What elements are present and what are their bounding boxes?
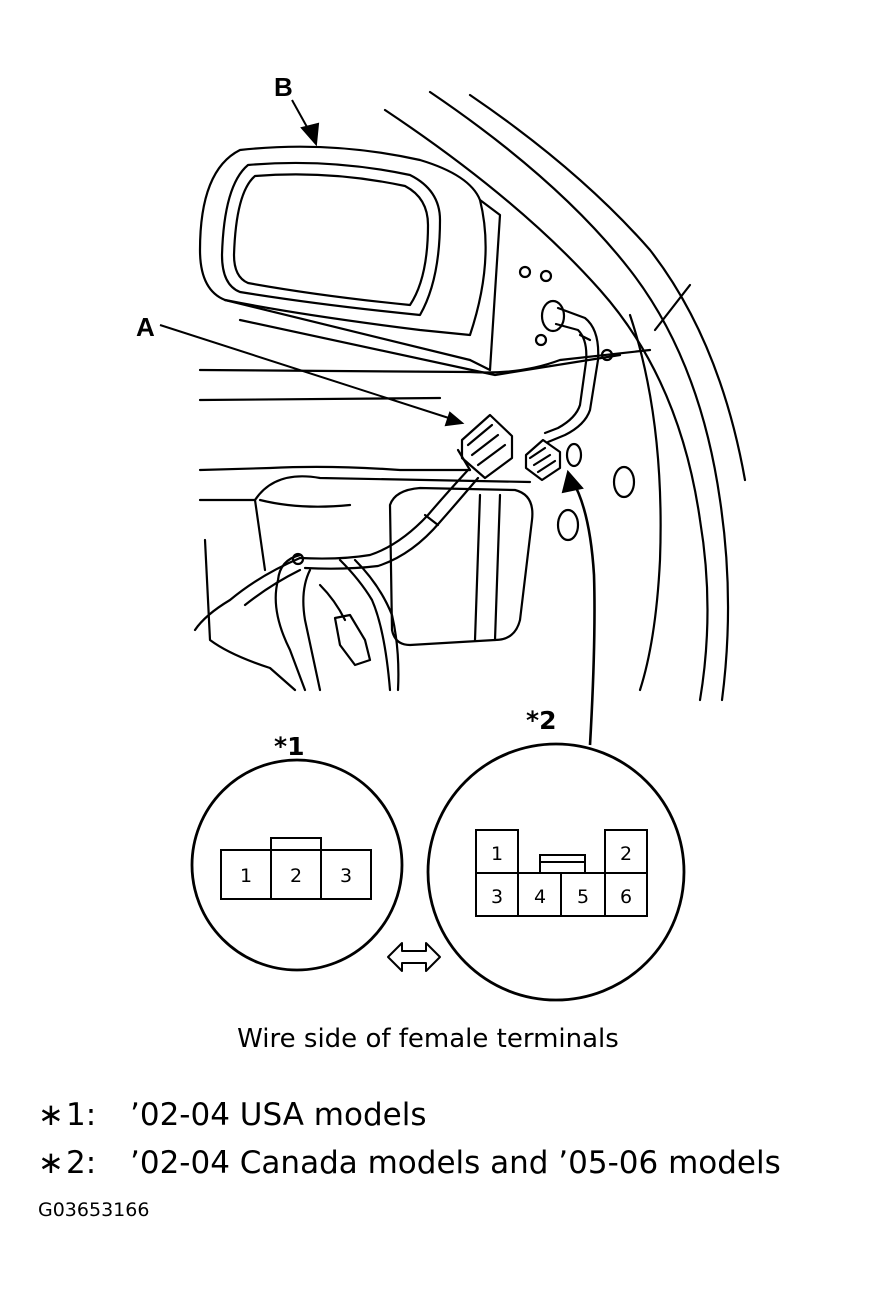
- legend-star: ∗: [38, 1097, 64, 1133]
- legend-key: 2:: [66, 1145, 97, 1181]
- label-b: B: [274, 72, 293, 102]
- connector-detail-circle-2: [426, 742, 686, 1002]
- connector-2-callout: *2: [526, 706, 557, 735]
- legend-text: ’02-04 Canada models and ’05-06 models: [130, 1145, 781, 1181]
- legend-key: 1:: [66, 1097, 97, 1133]
- panel-holes: [518, 265, 636, 542]
- pin-label: 4: [534, 886, 546, 908]
- legend-row-1: ∗1: ’02-04 USA models: [38, 1100, 426, 1131]
- connector-1-face: [220, 837, 372, 900]
- connector-2-face: [475, 829, 648, 917]
- pin-label: 3: [491, 886, 503, 908]
- pin-label: 2: [290, 865, 302, 887]
- connector-detail-circle-1: [190, 758, 404, 972]
- leader-lines: [159, 99, 596, 746]
- mirror-assembly: [198, 145, 622, 377]
- pin-label: 6: [620, 886, 632, 908]
- pin-label: 5: [577, 886, 589, 908]
- door-panel: [198, 348, 652, 692]
- figure-code: G03653166: [38, 1199, 150, 1221]
- connector-1-callout: *1: [274, 732, 305, 761]
- pin-label: 3: [340, 865, 352, 887]
- legend-row-2: ∗2: ’02-04 Canada models and ’05-06 model…: [38, 1148, 781, 1179]
- double-arrow-icon: [387, 942, 441, 972]
- door-frame: [383, 90, 747, 702]
- legend-text: ’02-04 USA models: [130, 1097, 427, 1133]
- pin-label: 1: [240, 865, 252, 887]
- label-a: A: [136, 312, 155, 342]
- legend-star: ∗: [38, 1145, 64, 1181]
- wire-harness: [193, 299, 600, 692]
- pin-label: 2: [620, 843, 632, 865]
- caption: Wire side of female terminals: [237, 1024, 619, 1054]
- pin-label: 1: [491, 843, 503, 865]
